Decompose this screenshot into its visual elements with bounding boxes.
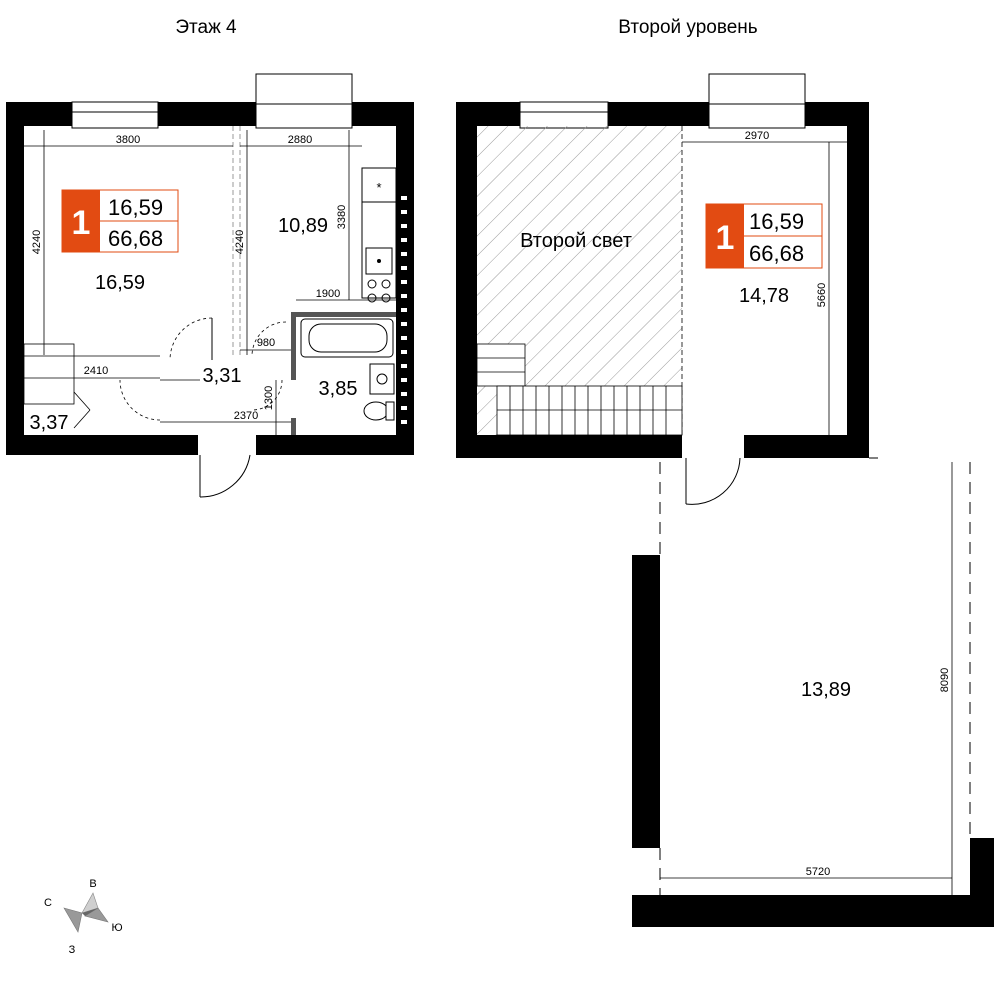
apartment-badge-floor4: 1 16,59 66,68 <box>61 189 179 253</box>
dim-hall-width: 980 <box>257 337 275 349</box>
badge-rooms: 1 <box>72 204 91 242</box>
badge-living-area: 16,59 <box>749 209 804 234</box>
bath-wall-left <box>291 312 296 380</box>
wall-right <box>396 102 414 455</box>
apartment-badge-level2: 1 16,59 66,68 <box>705 203 823 269</box>
compass-east: В <box>89 878 96 890</box>
dim-kitchen-depth: 4240 <box>234 230 246 254</box>
compass-west: З <box>69 944 76 956</box>
dim-kitchen-unit: 3380 <box>336 205 348 229</box>
dim-terrace-depth: 8090 <box>939 668 951 692</box>
dim-living-depth: 4240 <box>31 230 43 254</box>
badge-accent <box>62 190 100 252</box>
area-living: 16,59 <box>95 272 145 294</box>
dim-bedroom-width: 2970 <box>745 130 769 142</box>
dim-living-width: 3800 <box>116 134 140 146</box>
area-kitchen: 10,89 <box>278 215 328 237</box>
badge-accent <box>706 204 744 268</box>
terrace-wall-left <box>632 555 660 848</box>
floor4-plan: * <box>6 73 414 498</box>
dim-bedroom-depth: 5660 <box>816 283 828 307</box>
washbasin-icon <box>369 363 395 395</box>
area-corridor: 3,37 <box>30 412 69 434</box>
badge-rooms: 1 <box>716 219 735 257</box>
kitchen-counter <box>361 167 397 299</box>
dim-corridor-width: 2410 <box>84 365 108 377</box>
terrace-wall-right <box>970 838 994 927</box>
window-double-height <box>519 101 609 129</box>
badge-total-area: 66,68 <box>108 226 163 251</box>
double-height-label: Второй свет <box>520 230 632 252</box>
dim-terrace-width: 5720 <box>806 866 830 878</box>
stair-level2 <box>476 343 683 436</box>
area-bathroom: 3,85 <box>319 378 358 400</box>
compass-north: С <box>44 897 52 909</box>
wall-left <box>6 102 24 455</box>
wall-top-left <box>6 102 72 126</box>
wall-bottom-right <box>256 435 414 455</box>
level2-title: Второй уровень <box>618 17 757 38</box>
level2-plan: 2970 5660 Второй свет 14,78 8090 5720 13… <box>456 73 994 927</box>
terrace-wall-bottom <box>632 895 970 927</box>
window-living <box>71 101 159 129</box>
door-kitchen <box>251 321 287 357</box>
compass-rose: С В Ю З <box>44 878 123 956</box>
bath-wall-top <box>291 312 396 317</box>
fridge-icon: * <box>376 180 381 195</box>
area-terrace: 13,89 <box>801 679 851 701</box>
wall-left-l2 <box>456 102 477 458</box>
compass-south: Ю <box>111 922 122 934</box>
wall-right-l2 <box>847 102 869 458</box>
door-bathroom <box>251 379 283 411</box>
wall-top-mid <box>158 102 256 126</box>
wall-bottom-left <box>6 435 198 455</box>
badge-total-area: 66,68 <box>749 241 804 266</box>
dim-bath-width: 1900 <box>316 288 340 300</box>
dim-kitchen-width: 2880 <box>288 134 312 146</box>
dim-hall-length: 2370 <box>234 410 258 422</box>
floor-title: Этаж 4 <box>175 17 237 38</box>
area-bedroom: 14,78 <box>739 285 789 307</box>
stair-floor4 <box>23 343 75 405</box>
door-living <box>169 317 213 361</box>
toilet-icon <box>363 401 389 421</box>
dim-door-width: 1300 <box>263 386 275 410</box>
badge-living-area: 16,59 <box>108 195 163 220</box>
area-hall: 3,31 <box>203 365 242 387</box>
